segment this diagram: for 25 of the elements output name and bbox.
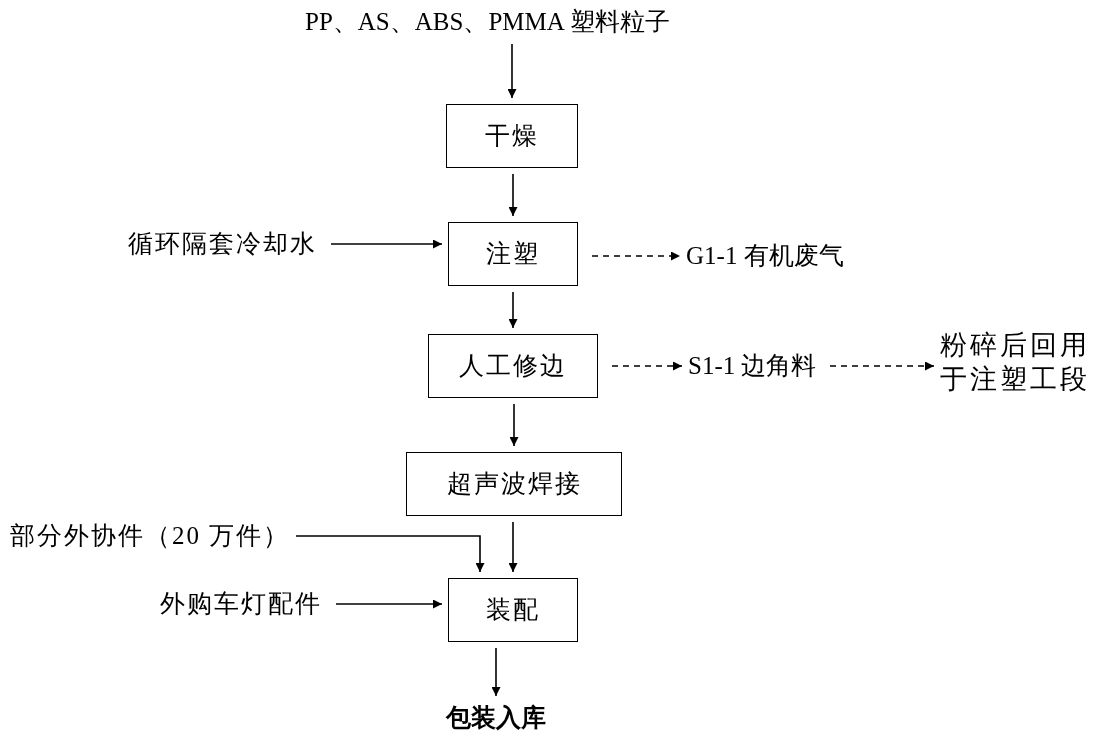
output-label: G1-1 有机废气 (686, 240, 844, 272)
arrow (491, 647, 501, 697)
process-box: 人工修边 (428, 334, 598, 398)
process-box: 装配 (448, 578, 578, 642)
dashed-arrow (611, 361, 683, 371)
arrow (509, 403, 519, 447)
output-label: 包装入库 (446, 702, 546, 734)
dashed-arrow (591, 251, 681, 261)
process-box: 注塑 (448, 222, 578, 286)
arrow (295, 535, 485, 573)
process-box: 干燥 (446, 104, 578, 168)
process-box: 超声波焊接 (406, 452, 622, 516)
arrow (508, 173, 518, 217)
input-label: 部分外协件（20 万件） (10, 520, 291, 552)
material-label: PP、AS、ABS、PMMA 塑料粒子 (305, 6, 670, 38)
input-label: 外购车灯配件 (160, 588, 322, 620)
input-label: 循环隔套冷却水 (128, 228, 317, 260)
arrow (508, 291, 518, 329)
dashed-arrow (829, 361, 935, 371)
note-text: 粉碎后回用于注塑工段 (940, 328, 1100, 396)
arrow (335, 599, 443, 609)
arrow (330, 239, 443, 249)
arrow (508, 521, 518, 573)
output-label: S1-1 边角料 (688, 350, 817, 382)
arrow (507, 43, 517, 99)
